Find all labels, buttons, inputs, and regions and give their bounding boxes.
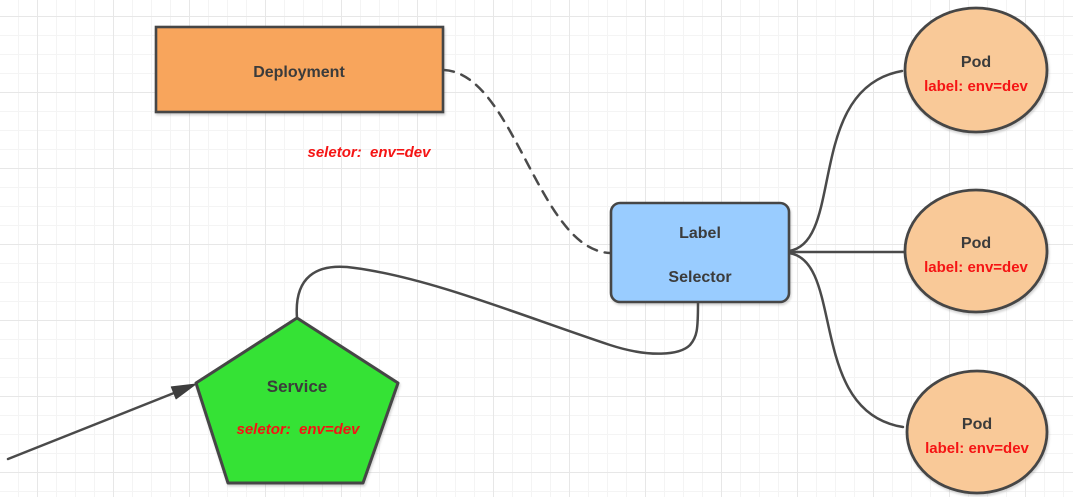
edges-layer (6, 68, 907, 461)
pod-node-2[interactable] (903, 188, 1049, 314)
pod-1-env-label: label: env=dev (924, 78, 1028, 95)
label-selector-node[interactable] (609, 201, 791, 304)
arrowhead-icon (170, 383, 197, 400)
label-selector-label-line2: Selector (668, 269, 731, 286)
pod-2-env-label: label: env=dev (924, 259, 1028, 276)
pod-3-env-label: label: env=dev (925, 440, 1029, 457)
deployment-label: Deployment (253, 64, 345, 81)
service-selector-annotation: seletor: env=dev (237, 421, 362, 438)
pod-3-label: Pod (962, 416, 992, 433)
pod-node-3[interactable] (905, 369, 1049, 495)
labels-layer: Deployment seletor: env=dev Label Select… (237, 54, 1030, 457)
label-selector-label-line1: Label (679, 225, 721, 242)
service-node[interactable] (194, 316, 400, 485)
edge-selector-to-pod-1[interactable] (787, 69, 904, 253)
edge-service-to-selector[interactable] (295, 265, 700, 355)
pod-1-label: Pod (961, 54, 991, 71)
edge-selector-to-pod-3[interactable] (787, 251, 905, 429)
service-pointer-arrow-line (6, 391, 176, 461)
edge-deployment-to-selector[interactable] (442, 68, 612, 255)
nodes-layer (154, 6, 1049, 495)
pod-node-1[interactable] (903, 6, 1049, 134)
service-label: Service (267, 377, 328, 396)
pod-2-label: Pod (961, 235, 991, 252)
deployment-node[interactable] (154, 25, 445, 114)
service-pointer-arrow[interactable] (6, 383, 197, 461)
deployment-selector-annotation[interactable]: seletor: env=dev (308, 144, 433, 161)
